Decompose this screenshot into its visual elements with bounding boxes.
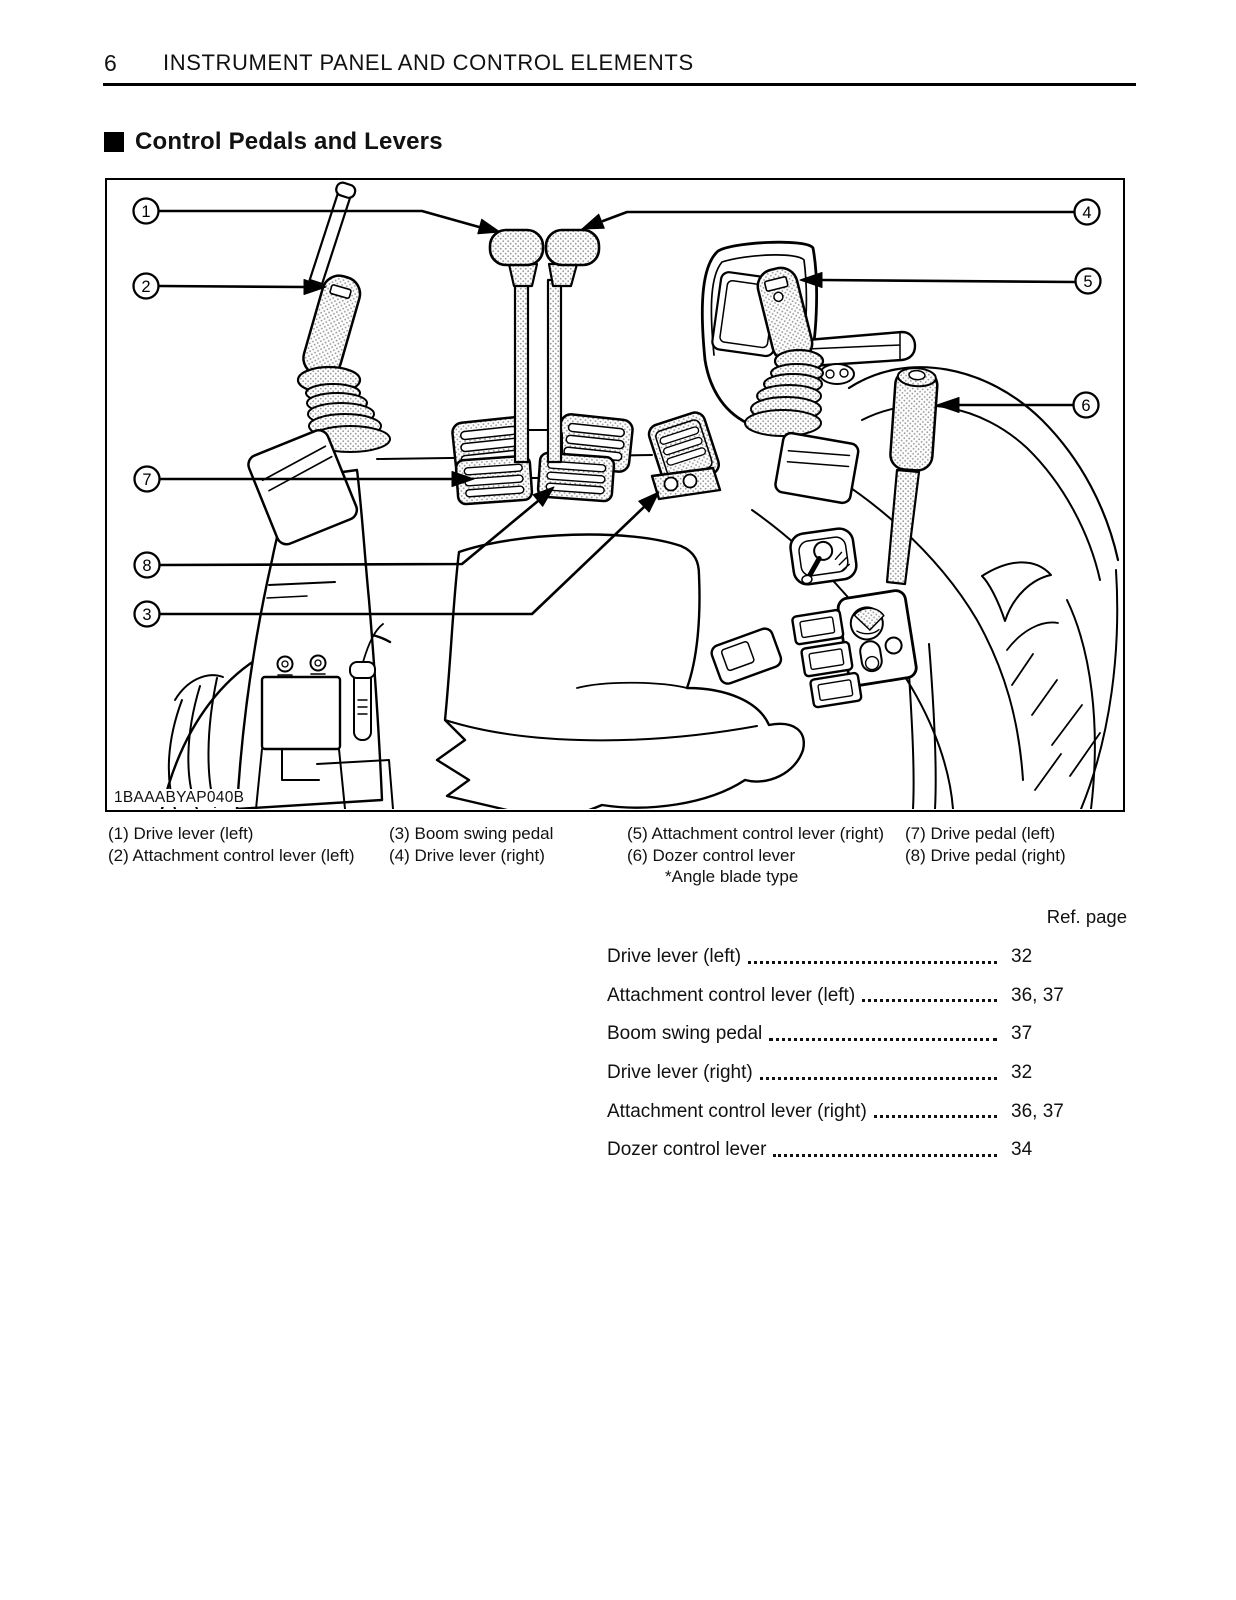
dozer-control-lever xyxy=(885,367,939,586)
legend-item: (3) Boom swing pedal xyxy=(389,824,554,843)
legend-item: (4) Drive lever (right) xyxy=(389,845,545,865)
switch-panel xyxy=(710,589,918,709)
drive-levers xyxy=(488,228,601,464)
ref-page-number: 36, 37 xyxy=(1011,984,1064,1006)
legend-item: (1) Drive lever (left) xyxy=(108,824,254,843)
legend-column-2: (3) Boom swing pedal (4) Drive lever (ri… xyxy=(389,823,627,888)
table-row: Dozer control lever 34 xyxy=(607,1131,1129,1170)
left-attachment-control-lever xyxy=(247,181,391,546)
callout-3: 3 xyxy=(142,606,151,624)
ref-page-number: 36, 37 xyxy=(1011,1100,1064,1122)
toggle-switch xyxy=(789,527,858,586)
dot-leader xyxy=(862,999,997,1003)
ref-page-number: 37 xyxy=(1011,1023,1033,1045)
table-row: Attachment control lever (left) 36, 37 xyxy=(607,977,1129,1016)
callout-2: 2 xyxy=(141,278,150,296)
dot-leader xyxy=(759,1076,997,1080)
callout-leader-lines xyxy=(157,209,1077,616)
table-row: Drive lever (left) 32 xyxy=(607,938,1129,977)
dot-leader xyxy=(748,960,997,964)
dot-leader xyxy=(769,1037,997,1041)
ref-page-number: 32 xyxy=(1011,946,1033,968)
ref-label: Drive lever (left) xyxy=(607,946,742,968)
ref-label: Boom swing pedal xyxy=(607,1023,763,1045)
figure-code: 1BAAABYAP040B xyxy=(114,789,249,807)
callout-6: 6 xyxy=(1081,397,1090,415)
legend-column-3: (5) Attachment control lever (right) (6)… xyxy=(627,823,905,888)
dot-leader xyxy=(773,1153,997,1157)
page-header-title: INSTRUMENT PANEL AND CONTROL ELEMENTS xyxy=(163,50,694,75)
ref-label: Dozer control lever xyxy=(607,1139,767,1161)
legend-item: (5) Attachment control lever (right) xyxy=(627,824,884,843)
drive-pedals xyxy=(451,413,634,506)
table-row: Boom swing pedal 37 xyxy=(607,1015,1129,1054)
callout-8: 8 xyxy=(142,557,151,575)
legend-item: (6) Dozer control lever xyxy=(627,845,796,865)
section-heading: Control Pedals and Levers xyxy=(104,128,443,156)
ref-page-table: Drive lever (left) 32 Attachment control… xyxy=(607,938,1129,1170)
table-row: Drive lever (right) 32 xyxy=(607,1054,1129,1093)
legend-column-4: (7) Drive pedal (left) (8) Drive pedal (… xyxy=(905,823,1130,888)
ref-label: Attachment control lever (left) xyxy=(607,984,856,1006)
legend-item: (7) Drive pedal (left) xyxy=(905,824,1056,843)
ref-label: Drive lever (right) xyxy=(607,1062,753,1084)
seat-cushion xyxy=(435,533,937,809)
legend-item: (2) Attachment control lever (left) xyxy=(108,845,355,865)
callout-4: 4 xyxy=(1082,204,1091,222)
callouts: 1 2 7 8 3 4 5 6 xyxy=(132,197,1102,628)
ref-page-number: 32 xyxy=(1011,1062,1033,1084)
section-marker-icon xyxy=(104,132,124,152)
legend-note: *Angle blade type xyxy=(665,867,799,886)
header-rule xyxy=(103,83,1136,86)
control-diagram: 1 2 7 8 3 4 5 6 xyxy=(132,181,1120,809)
table-row: Attachment control lever (right) 36, 37 xyxy=(607,1092,1129,1131)
boom-swing-pedal xyxy=(647,411,722,501)
callout-5: 5 xyxy=(1083,273,1092,291)
legend-column-1: (1) Drive lever (left) (2) Attachment co… xyxy=(108,823,389,888)
section-title: Control Pedals and Levers xyxy=(135,128,443,155)
callout-7: 7 xyxy=(142,471,151,489)
callout-1: 1 xyxy=(141,203,150,221)
legend-item: (8) Drive pedal (right) xyxy=(905,845,1066,865)
figure-legend: (1) Drive lever (left) (2) Attachment co… xyxy=(108,823,1134,888)
ref-label: Attachment control lever (right) xyxy=(607,1100,867,1122)
dot-leader xyxy=(873,1115,997,1119)
page-number: 6 xyxy=(104,50,117,76)
right-attachment-control-lever xyxy=(744,266,860,505)
ref-page-header: Ref. page xyxy=(1046,906,1127,927)
ref-page-number: 34 xyxy=(1011,1139,1033,1161)
cab-background-lines xyxy=(160,366,1120,809)
seat-pedestal xyxy=(255,623,394,809)
control-diagram-frame: 1 2 7 8 3 4 5 6 1BAAABYAP040 xyxy=(105,178,1125,812)
